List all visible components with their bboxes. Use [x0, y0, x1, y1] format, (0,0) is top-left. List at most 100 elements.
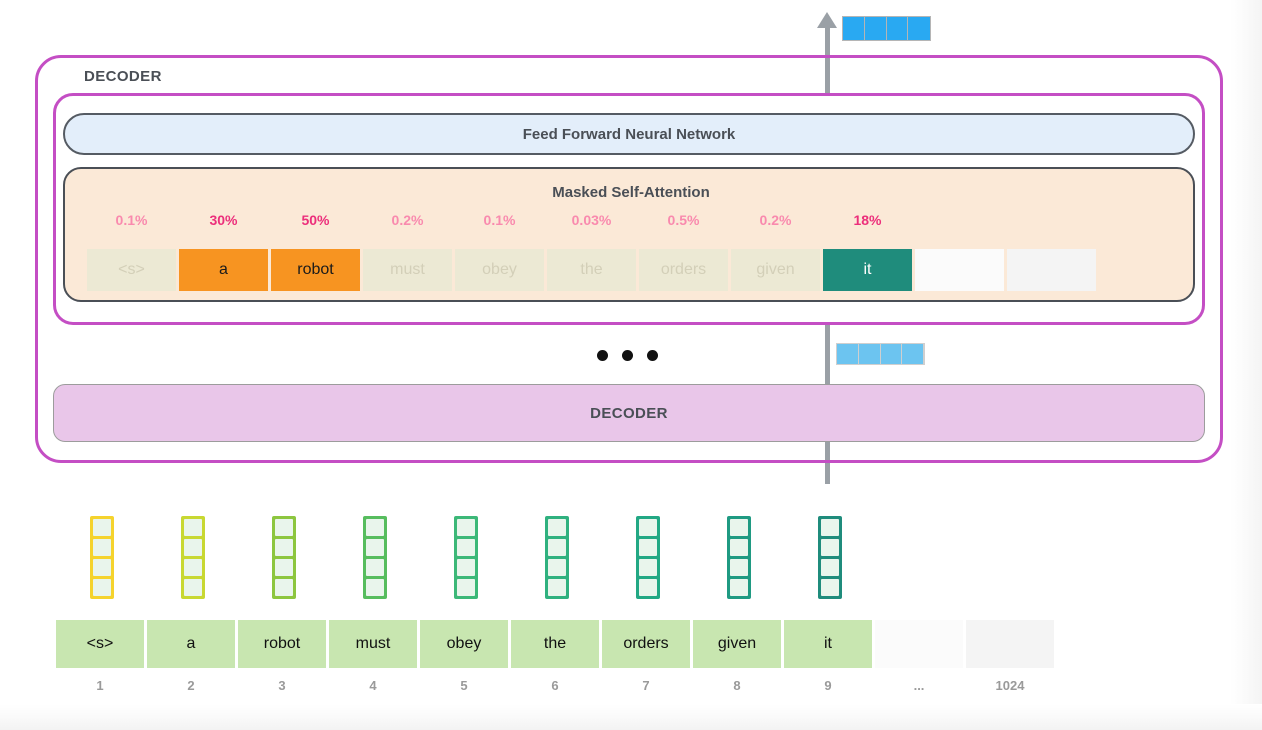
- embedding-cell: [274, 519, 293, 536]
- ellipsis-dot: [597, 350, 608, 361]
- embedding-cell: [365, 559, 384, 576]
- vector-cell: [902, 344, 924, 364]
- embedding-cell: [92, 519, 111, 536]
- vector-cell: [864, 17, 887, 40]
- embedding-cell: [183, 559, 202, 576]
- embedding-cell: [274, 539, 293, 556]
- input-token[interactable]: robot: [238, 620, 326, 668]
- vector-cell: [858, 344, 881, 364]
- attention-token-cell[interactable]: [1007, 249, 1096, 291]
- embedding-vector: [635, 516, 660, 599]
- embedding-vector: [817, 516, 842, 599]
- input-token[interactable]: orders: [602, 620, 690, 668]
- position-index: 1024: [995, 678, 1025, 693]
- decoder-outer-frame: [35, 55, 1223, 463]
- attention-token-cell[interactable]: <s>: [87, 249, 176, 291]
- input-token[interactable]: a: [147, 620, 235, 668]
- embedding-cell: [820, 519, 839, 536]
- embedding-vector: [453, 516, 478, 599]
- position-index: 7: [642, 678, 650, 693]
- embedding-cell: [183, 579, 202, 596]
- attention-token-cell[interactable]: orders: [639, 249, 728, 291]
- vector-cell: [880, 344, 903, 364]
- embedding-cell: [547, 579, 566, 596]
- embedding-cell: [638, 539, 657, 556]
- embedding-cell: [729, 539, 748, 556]
- position-index: 3: [278, 678, 286, 693]
- embedding-cell: [365, 519, 384, 536]
- vector-cell: [908, 17, 931, 40]
- attention-percentage: 0.03%: [571, 212, 612, 228]
- input-token[interactable]: it: [784, 620, 872, 668]
- attention-percentage: 0.5%: [667, 212, 700, 228]
- attention-percentage: 50%: [301, 212, 330, 228]
- position-index: 5: [460, 678, 468, 693]
- embedding-slot: [147, 516, 238, 599]
- input-token[interactable]: obey: [420, 620, 508, 668]
- vector-cell: [843, 17, 865, 40]
- embedding-slot: [238, 516, 329, 599]
- input-token[interactable]: [875, 620, 963, 668]
- position-index: 4: [369, 678, 377, 693]
- attention-percentage-row: 0.1%30%50%0.2%0.1%0.03%0.5%0.2%18%: [87, 212, 915, 228]
- embedding-slot: [602, 516, 693, 599]
- position-index: 2: [187, 678, 195, 693]
- decoder-stack-ellipsis: [597, 350, 658, 361]
- embedding-vector: [544, 516, 569, 599]
- embedding-slot: [511, 516, 602, 599]
- embedding-cell: [365, 579, 384, 596]
- embedding-cell: [183, 519, 202, 536]
- position-index: 8: [733, 678, 741, 693]
- position-index: 1: [96, 678, 104, 693]
- embedding-cell: [638, 519, 657, 536]
- decoder-outer-label: DECODER: [84, 68, 162, 85]
- embedding-cell: [92, 559, 111, 576]
- attention-percentage: 0.1%: [115, 212, 148, 228]
- embedding-vector: [726, 516, 751, 599]
- page-edge-shading-right: [1230, 0, 1262, 730]
- attention-token-cell[interactable]: it: [823, 249, 912, 291]
- output-vector-top: [842, 16, 931, 41]
- embedding-cell: [274, 579, 293, 596]
- embedding-cell: [92, 579, 111, 596]
- attention-token-cell[interactable]: given: [731, 249, 820, 291]
- input-token[interactable]: must: [329, 620, 417, 668]
- attention-percentage: 18%: [853, 212, 882, 228]
- masked-self-attention-title: Masked Self-Attention: [552, 184, 710, 201]
- input-token[interactable]: the: [511, 620, 599, 668]
- decoder-bottom-block: DECODER: [53, 384, 1205, 442]
- embedding-cell: [456, 539, 475, 556]
- attention-token-cell[interactable]: [915, 249, 1004, 291]
- ellipsis-dot: [647, 350, 658, 361]
- embedding-cell: [638, 559, 657, 576]
- attention-token-cell[interactable]: a: [179, 249, 268, 291]
- page-edge-shading-bottom: [0, 704, 1262, 730]
- position-index: ...: [913, 678, 925, 693]
- attention-percentage: 30%: [209, 212, 238, 228]
- embedding-vector: [180, 516, 205, 599]
- attention-token-cell[interactable]: obey: [455, 249, 544, 291]
- embedding-slot: [56, 516, 147, 599]
- embedding-cell: [547, 519, 566, 536]
- input-token[interactable]: [966, 620, 1054, 668]
- embedding-vector-row: [56, 516, 875, 599]
- attention-token-cell[interactable]: the: [547, 249, 636, 291]
- embedding-cell: [183, 539, 202, 556]
- input-token[interactable]: given: [693, 620, 781, 668]
- embedding-cell: [638, 579, 657, 596]
- embedding-cell: [820, 579, 839, 596]
- attention-percentage: 0.2%: [759, 212, 792, 228]
- input-token[interactable]: <s>: [56, 620, 144, 668]
- embedding-cell: [365, 539, 384, 556]
- embedding-slot: [693, 516, 784, 599]
- attention-token-cell[interactable]: must: [363, 249, 452, 291]
- embedding-slot: [420, 516, 511, 599]
- attention-token-cell[interactable]: robot: [271, 249, 360, 291]
- embedding-cell: [547, 539, 566, 556]
- attention-percentage: 0.2%: [391, 212, 424, 228]
- output-arrow-head-icon: [817, 12, 837, 28]
- position-index: 6: [551, 678, 559, 693]
- embedding-cell: [456, 579, 475, 596]
